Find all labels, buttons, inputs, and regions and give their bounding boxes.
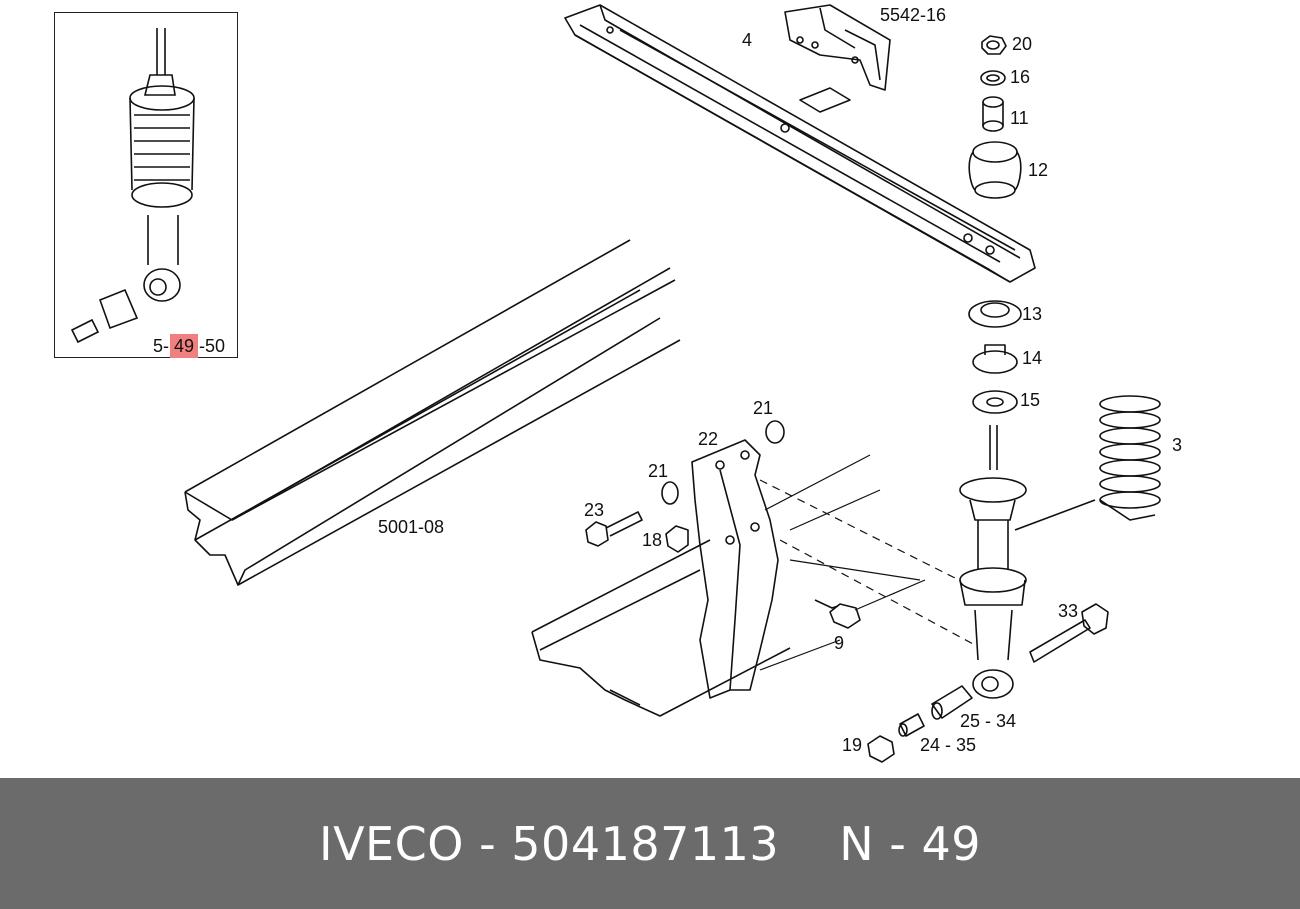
shock-absorber-drawing <box>959 425 1027 699</box>
callout-15: 15 <box>1020 390 1041 410</box>
callout-19: 19 <box>842 735 863 755</box>
coil-spring-drawing <box>1099 395 1161 521</box>
callout-13: 13 <box>1022 304 1043 324</box>
callout-20: 20 <box>1012 34 1033 54</box>
callout-5001-08: 5001-08 <box>378 517 445 537</box>
cup-14-drawing <box>972 344 1018 374</box>
inset-label-prefix: 5- <box>153 336 170 356</box>
lower-frame-drawing <box>531 539 791 717</box>
callout-12: 12 <box>1028 160 1049 180</box>
assembly-lines <box>759 479 976 646</box>
diagram-drawing <box>70 4 1161 763</box>
callout-24-35: 24 - 35 <box>920 735 977 755</box>
callout-3: 3 <box>1172 435 1183 455</box>
callout-21b: 21 <box>648 461 669 481</box>
callout-25-34: 25 - 34 <box>960 711 1017 731</box>
bushing-24-35-drawing <box>898 713 925 737</box>
callout-14: 14 <box>1022 348 1043 368</box>
callout-21a: 21 <box>753 398 774 418</box>
inset-part-label: 5-49-50 <box>153 334 226 358</box>
washer-21a-drawing <box>765 420 785 444</box>
callout-33: 33 <box>1058 601 1079 621</box>
footer-text: IVECO - 504187113 N - 49 <box>319 817 981 871</box>
washer-15-drawing <box>972 390 1018 414</box>
callout-11: 11 <box>1010 108 1029 128</box>
parts-diagram: 5-49-50 4 5542-16 20 16 11 12 13 14 15 3… <box>54 4 1183 763</box>
callout-5542-16: 5542-16 <box>880 5 947 25</box>
washer-16-drawing <box>980 70 1006 86</box>
diagram-ref-text: N - 49 <box>839 816 981 871</box>
sleeve-11-drawing <box>982 96 1004 132</box>
nut-19-drawing <box>867 735 895 763</box>
bolt-9-drawing <box>814 599 861 629</box>
highlighted-part-number[interactable]: 49 <box>170 334 199 358</box>
bushing-25-34-drawing <box>931 685 973 720</box>
bracket-drawing <box>784 4 891 91</box>
crossmember-drawing <box>564 4 1036 283</box>
nut-18-drawing <box>665 525 689 553</box>
bolt-23-drawing <box>585 511 643 547</box>
inset-label-suffix: -50 <box>199 336 226 356</box>
callout-9: 9 <box>834 633 845 653</box>
callout-18: 18 <box>642 530 663 550</box>
inset-frame <box>54 12 238 358</box>
callout-23: 23 <box>584 500 605 520</box>
callout-22: 22 <box>698 429 719 449</box>
callout-16: 16 <box>1010 67 1031 87</box>
part-info-footer: IVECO - 504187113 N - 49 <box>0 778 1300 909</box>
frame-rail-drawing <box>184 239 681 586</box>
cup-13-drawing <box>968 300 1022 328</box>
bracket-22-drawing <box>691 439 779 699</box>
part-number-text: IVECO - 504187113 <box>319 816 780 871</box>
nut-20-drawing <box>981 35 1007 55</box>
bumpstop-12-drawing <box>968 141 1022 199</box>
bolt-33-drawing <box>1029 603 1109 663</box>
washer-21b-drawing <box>661 481 679 505</box>
inset-shock-drawing <box>70 28 195 344</box>
callout-4: 4 <box>742 30 753 50</box>
